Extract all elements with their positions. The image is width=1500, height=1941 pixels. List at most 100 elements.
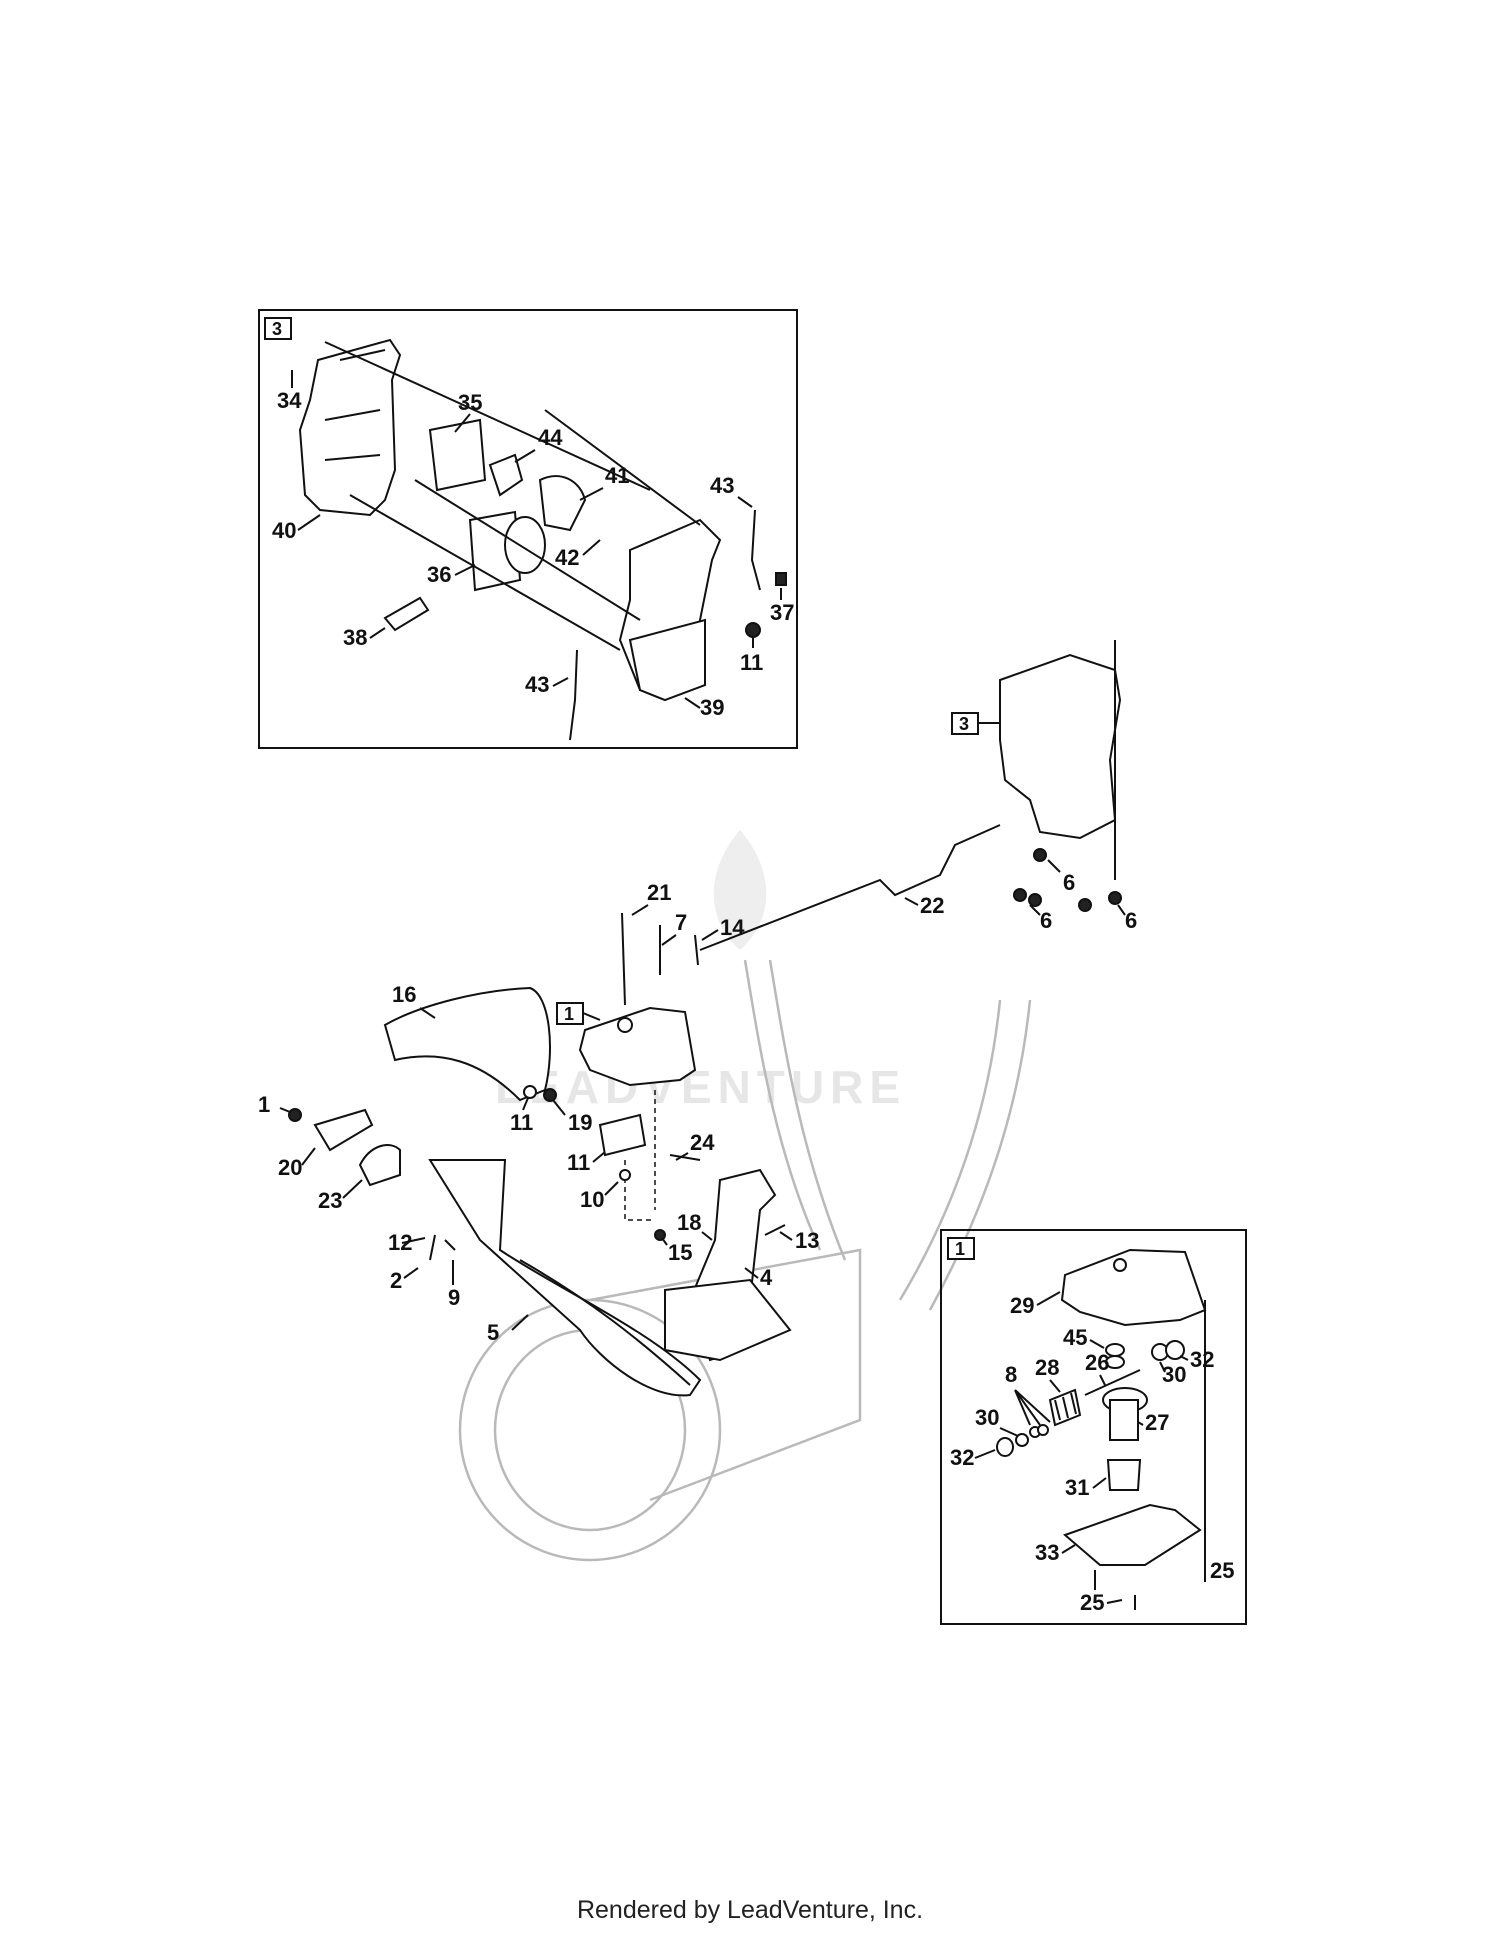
assembly-3-box-label: 3 xyxy=(959,714,969,734)
callout-20: 10 xyxy=(580,1187,604,1212)
callout-7: 7 xyxy=(675,910,687,935)
callout-14: 14 xyxy=(720,915,745,940)
callout-40: 40 xyxy=(272,518,296,543)
gear-hub-part xyxy=(1109,1399,1139,1441)
screw-part xyxy=(1013,888,1027,902)
callout-29: 29 xyxy=(1010,1293,1034,1318)
callout-2: 4 xyxy=(760,1265,773,1290)
callout-36: 36 xyxy=(427,562,451,587)
callout-16: 16 xyxy=(392,982,416,1007)
nut-part xyxy=(288,1108,302,1122)
washer-part xyxy=(1015,1433,1029,1447)
callout-6-b: 6 xyxy=(1040,908,1052,933)
handle-outline xyxy=(743,959,1032,1311)
rod-part xyxy=(699,824,1001,951)
motor-part xyxy=(504,516,546,574)
chute-part xyxy=(428,1159,702,1397)
watermark: LEADVENTURE xyxy=(495,830,906,1113)
callout-27: 27 xyxy=(1145,1410,1169,1435)
callout-45: 45 xyxy=(1063,1325,1087,1350)
callout-21: 21 xyxy=(647,880,671,905)
tower-base-part xyxy=(628,618,706,702)
shift-housing-part xyxy=(298,338,402,517)
screw-part xyxy=(1078,898,1092,912)
callout-10: 24 xyxy=(690,1130,715,1155)
nut-part xyxy=(996,1437,1014,1457)
callout-43-top: 43 xyxy=(710,473,734,498)
deflector-part xyxy=(383,986,551,1102)
callout-6-c: 6 xyxy=(1125,908,1137,933)
callout-12: 15 xyxy=(668,1240,692,1265)
callout-8: 8 xyxy=(1005,1362,1017,1387)
callout-19: 11 xyxy=(510,1110,533,1135)
washer-part xyxy=(1105,1355,1125,1369)
base-bracket-part xyxy=(1063,1503,1202,1566)
callout-11-center: 19 xyxy=(568,1110,592,1135)
callout-11-left: 1 xyxy=(258,1092,270,1117)
mount-base-part xyxy=(664,1278,792,1362)
bracket-part xyxy=(313,1108,374,1152)
callout-44: 44 xyxy=(538,425,563,450)
callout-28: 28 xyxy=(1035,1355,1059,1380)
cover-hole xyxy=(1113,1258,1127,1272)
cam-part xyxy=(488,453,524,497)
callout-43-bottom: 43 xyxy=(525,672,549,697)
callout-24: 11 xyxy=(567,1150,590,1175)
callout-31: 31 xyxy=(1065,1475,1089,1500)
nut-part xyxy=(543,1088,557,1102)
callout-9: 2 xyxy=(390,1268,402,1293)
callout-32-right: 32 xyxy=(1190,1347,1214,1372)
callout-5: 9 xyxy=(448,1285,460,1310)
block-part xyxy=(598,1113,647,1157)
callout-18: 23 xyxy=(318,1188,342,1213)
pin-part xyxy=(694,934,699,966)
knob-part xyxy=(538,475,587,532)
inset-1-panel: 1 29 45 32 30 xyxy=(940,1229,1247,1625)
washer-part xyxy=(619,1169,631,1181)
callout-6-a: 6 xyxy=(1063,870,1075,895)
render-credit: Rendered by LeadVenture, Inc. xyxy=(576,1896,924,1924)
callout-37: 37 xyxy=(770,600,794,625)
shaft-part xyxy=(1084,1369,1141,1396)
nut-part xyxy=(654,1229,666,1241)
callout-41: 41 xyxy=(605,463,629,488)
callout-17: 5 xyxy=(487,1320,499,1345)
washer-part xyxy=(523,1085,537,1099)
screw-part xyxy=(1108,891,1122,905)
guide-part xyxy=(358,1144,401,1187)
screw-part xyxy=(1028,893,1042,907)
callout-30-left: 30 xyxy=(975,1405,999,1430)
callout-23: 20 xyxy=(278,1155,302,1180)
inset-3-box-label: 3 xyxy=(272,319,282,339)
callout-11-inset3: 11 xyxy=(740,650,763,675)
callout-22: 22 xyxy=(920,893,944,918)
callout-15: 13 xyxy=(795,1228,819,1253)
callout-25-right: 25 xyxy=(1210,1558,1234,1583)
cover-hole xyxy=(617,1017,633,1033)
assembly-3-tower xyxy=(999,653,1122,840)
bearing-part xyxy=(1037,1424,1049,1436)
callout-39: 39 xyxy=(700,695,724,720)
assembly-3: 3 6 6 6 xyxy=(951,640,1137,933)
clip-part xyxy=(775,572,787,586)
housing-1-box-label: 1 xyxy=(564,1004,574,1024)
inset-3-panel: 3 34 35 44 41 43 40 xyxy=(258,309,798,749)
callout-32-left: 32 xyxy=(950,1445,974,1470)
callout-42: 42 xyxy=(555,545,579,570)
callout-35: 35 xyxy=(458,390,482,415)
nut-part xyxy=(745,622,761,638)
main-assembly: 1 21 7 14 16 1 11 19 xyxy=(258,880,1032,1562)
inset-1-box-label: 1 xyxy=(955,1239,965,1259)
callout-30-right: 30 xyxy=(1162,1362,1186,1387)
pin-part xyxy=(383,596,430,632)
watermark-text: LEADVENTURE xyxy=(495,1061,906,1113)
cover-part xyxy=(1060,1248,1207,1327)
callout-38: 38 xyxy=(343,625,367,650)
screw-part xyxy=(1033,848,1047,862)
bushing-part xyxy=(1106,1459,1142,1491)
callout-13: 18 xyxy=(677,1210,701,1235)
callout-26: 26 xyxy=(1085,1350,1109,1375)
callout-33: 33 xyxy=(1035,1540,1059,1565)
callout-34: 34 xyxy=(277,388,302,413)
